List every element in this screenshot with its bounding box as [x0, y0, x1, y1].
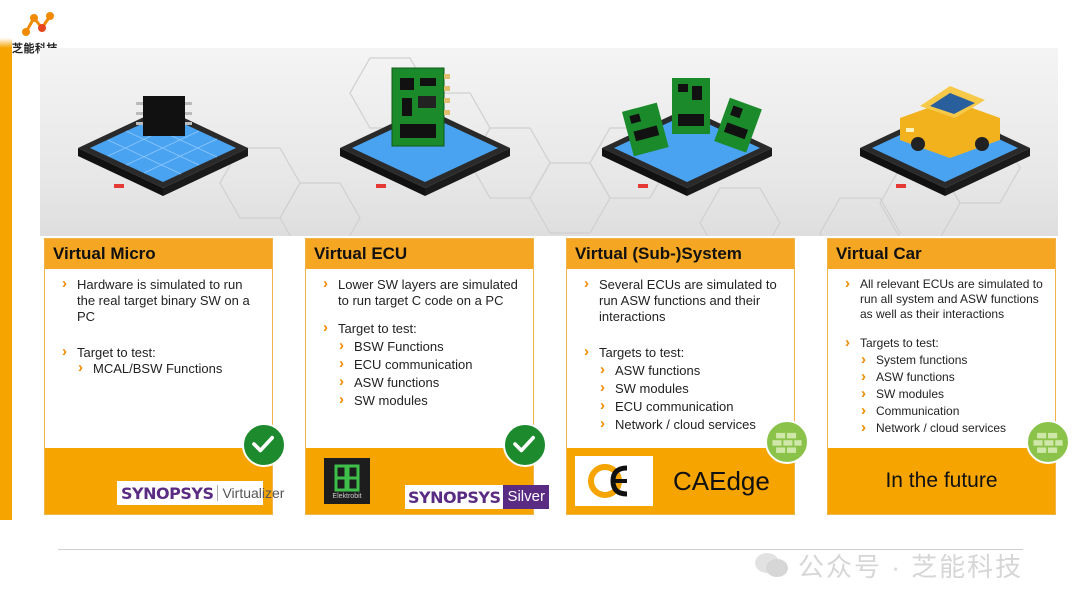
wechat-icon	[755, 553, 788, 577]
list-item: System functions	[842, 352, 1051, 368]
card-title: Virtual (Sub-)System	[567, 239, 794, 269]
list-item: Hardware is simulated to run the real ta…	[59, 276, 264, 325]
list-item: ECU communication	[320, 356, 525, 373]
list-item: Target to test:	[59, 344, 264, 361]
product-name: In the future	[885, 469, 998, 492]
card-title: Virtual ECU	[306, 239, 533, 269]
product-name: Virtualizer	[217, 485, 284, 501]
elektrobit-logo: Elektrobit	[324, 458, 370, 504]
card-body: All relevant ECUs are simulated to run a…	[828, 271, 1055, 436]
virtual-subsystem-illustration	[602, 78, 772, 196]
list-item: Network / cloud services	[842, 420, 1051, 436]
list-item: SW modules	[320, 392, 525, 409]
watermark: 公众号 · 芝能科技	[798, 552, 1024, 582]
elektrobit-mark-icon	[334, 464, 360, 492]
footer-divider	[58, 549, 1023, 550]
list-item: ECU communication	[581, 398, 786, 415]
list-item: SW modules	[581, 380, 786, 397]
card-virtual-car: Virtual Car All relevant ECUs are simula…	[827, 238, 1056, 515]
list-item: ASW functions	[581, 362, 786, 379]
left-accent-bar	[0, 38, 12, 520]
virtual-ecu-illustration	[340, 67, 510, 196]
card-title: Virtual Micro	[45, 239, 272, 269]
product-name: CAEdge	[673, 466, 770, 496]
list-item: Lower SW layers are simulated to run tar…	[320, 276, 525, 309]
list-item: Targets to test:	[581, 344, 786, 361]
list-item: Several ECUs are simulated to run ASW fu…	[581, 276, 786, 325]
list-item: MCAL/BSW Functions	[59, 360, 264, 377]
list-item: Communication	[842, 403, 1051, 419]
firewall-icon	[765, 420, 809, 464]
synopsys-virtualizer-logo: SYNOPSYS Virtualizer	[117, 481, 284, 505]
card-title: Virtual Car	[828, 239, 1055, 269]
virtual-car-illustration	[860, 86, 1030, 196]
product-name: Silver	[503, 485, 549, 509]
card-virtual-ecu: Virtual ECU Lower SW layers are simulate…	[305, 238, 549, 515]
card-footer: SYNOPSYS Virtualizer	[45, 448, 284, 514]
synopsys-logo-text: SYNOPSYS	[408, 487, 501, 507]
list-item: BSW Functions	[320, 338, 525, 355]
synopsys-silver-logo: SYNOPSYS Silver	[405, 485, 549, 509]
elektrobit-label: Elektrobit	[332, 493, 362, 500]
card-virtual-subsystem: Virtual (Sub-)System Several ECUs are si…	[566, 238, 795, 515]
firewall-icon	[1026, 420, 1070, 464]
caedge-logo	[575, 456, 653, 506]
card-virtual-micro: Virtual Micro Hardware is simulated to r…	[44, 238, 284, 515]
list-item: All relevant ECUs are simulated to run a…	[842, 276, 1051, 322]
card-footer: CAEdge	[567, 448, 794, 514]
list-item: Target to test:	[320, 320, 525, 337]
card-body: Lower SW layers are simulated to run tar…	[306, 271, 533, 409]
list-item: SW modules	[842, 386, 1051, 402]
illustration-banner	[40, 48, 1058, 236]
card-body: Several ECUs are simulated to run ASW fu…	[567, 271, 794, 433]
list-item: ASW functions	[320, 374, 525, 391]
virtual-micro-illustration	[78, 96, 248, 196]
synopsys-logo-text: SYNOPSYS	[121, 483, 214, 503]
card-body: Hardware is simulated to run the real ta…	[45, 271, 272, 377]
list-item: Targets to test:	[842, 335, 1051, 351]
brand-mark-icon	[22, 12, 54, 36]
card-footer: Elektrobit SYNOPSYS Silver	[306, 448, 549, 514]
caedge-mark-icon	[588, 464, 628, 498]
list-item: Network / cloud services	[581, 416, 786, 433]
check-icon	[503, 423, 547, 467]
check-icon	[242, 423, 286, 467]
list-item: ASW functions	[842, 369, 1051, 385]
card-footer: In the future	[828, 448, 1055, 514]
